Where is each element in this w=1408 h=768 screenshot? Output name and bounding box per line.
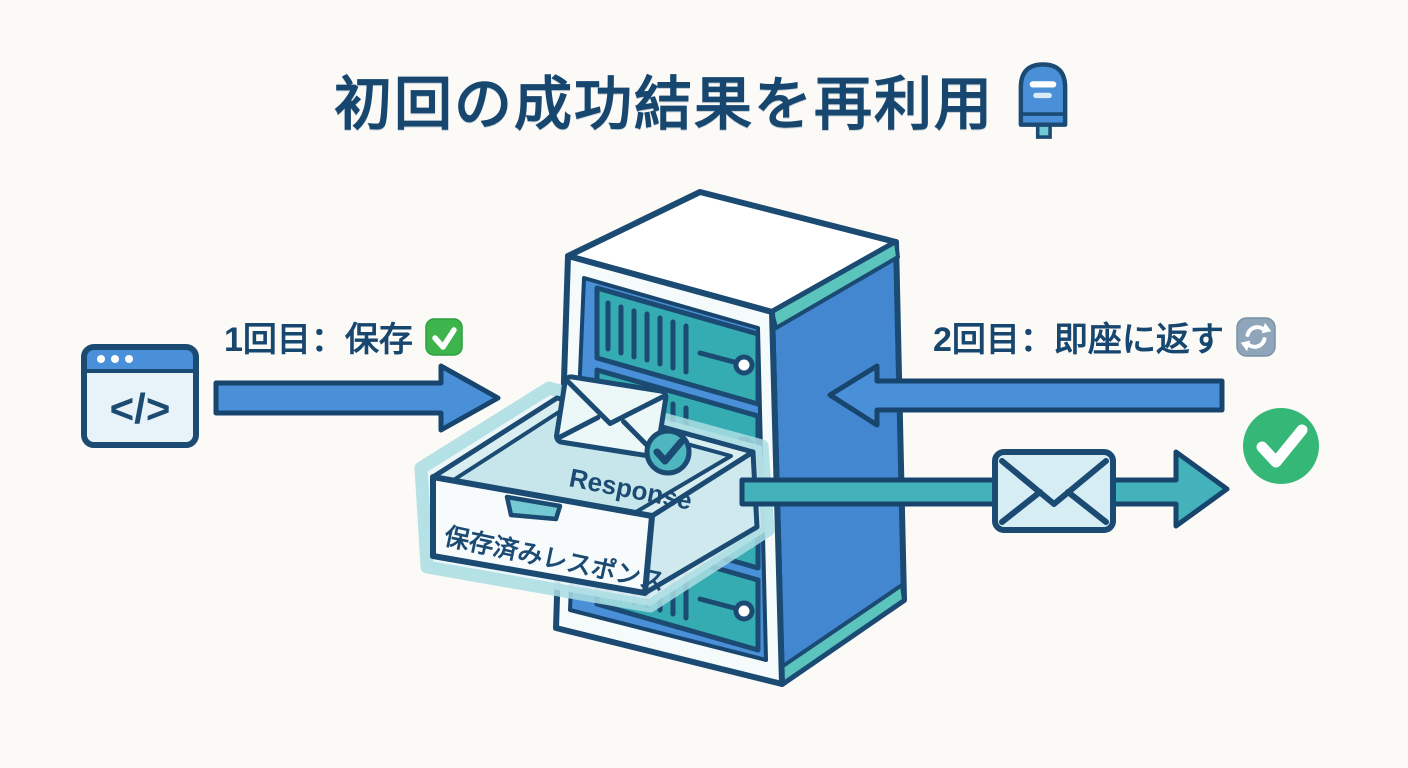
second-request-text: 2回目：即座に返す [933, 321, 1224, 359]
counterclockwise-arrows-icon [1236, 316, 1276, 357]
first-request-label: 1回目：保存 [224, 312, 463, 361]
check-mark-button-icon [425, 317, 463, 356]
client-browser-icon: </> [81, 344, 199, 448]
page-title-row: 初回の成功結果を再利用 [0, 56, 1408, 142]
drawer-handle [504, 494, 563, 522]
saved-response-drawer: 保存済みレスポンス Response [414, 374, 775, 613]
browser-titlebar [84, 347, 196, 371]
browser-dot [125, 355, 133, 363]
first-request-arrow [213, 363, 501, 433]
second-request-arrow [827, 363, 1225, 428]
response-arrow [739, 449, 1230, 529]
saved-check-circle-icon [644, 428, 692, 476]
second-request-label: 2回目：即座に返す [933, 312, 1276, 361]
first-request-text: 1回目：保存 [224, 321, 413, 359]
browser-dot [97, 355, 105, 363]
saved-envelope-icon [554, 374, 669, 459]
browser-dot [111, 355, 119, 363]
code-glyph: </> [110, 385, 171, 432]
response-envelope-icon [992, 449, 1116, 533]
postbox-icon [1018, 62, 1068, 139]
success-check-icon [1243, 408, 1319, 484]
page-title: 初回の成功結果を再利用 [333, 72, 994, 137]
drawer-front-face [430, 474, 655, 596]
